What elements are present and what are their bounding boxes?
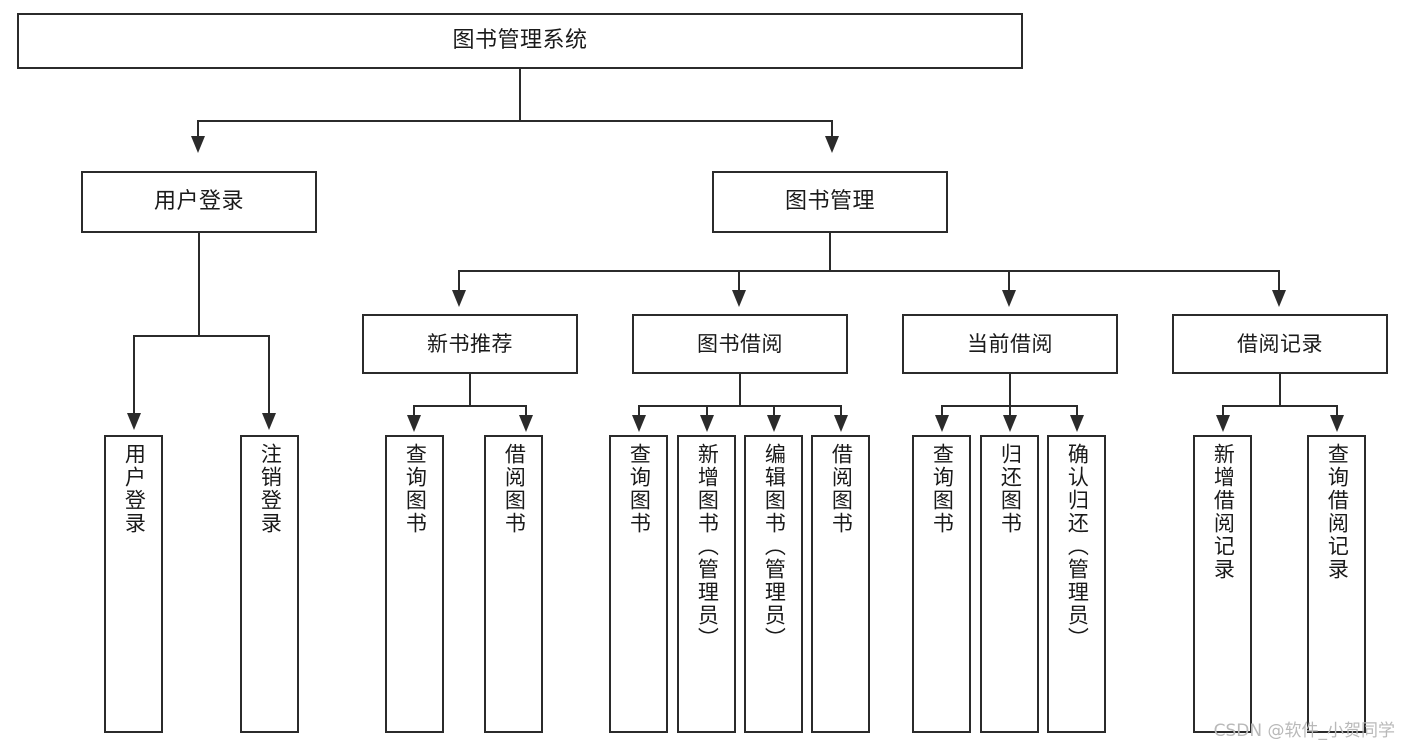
node-label: 用户登录 (122, 443, 147, 535)
node-label: 查询借阅记录 (1325, 443, 1350, 581)
leaf-add-borrow-record[interactable]: 新增借阅记录 (1193, 435, 1252, 733)
node-label: 图书管理 (784, 189, 875, 215)
connector-user-login-drop-1 (133, 335, 135, 415)
node-label: 新增图书（管理员） (695, 443, 720, 650)
connector-user-login-drop-2 (268, 335, 270, 415)
leaf-query-book-borrow[interactable]: 查询图书 (609, 435, 668, 733)
connector-book-borrow-stem (739, 374, 741, 406)
node-label: 查询图书 (403, 443, 428, 535)
connector-borrow-record-drop-1 (1222, 405, 1224, 417)
node-label: 借阅图书 (502, 443, 527, 535)
arrow-to-leaf-query-record (1330, 415, 1344, 432)
arrow-to-leaf-edit-book (767, 415, 781, 432)
connector-book-management-stem (829, 233, 831, 271)
connector-current-borrow-stem (1009, 374, 1011, 406)
leaf-query-book-recommend[interactable]: 查询图书 (385, 435, 444, 733)
node-label: 新书推荐 (427, 331, 513, 356)
leaf-query-book-current[interactable]: 查询图书 (912, 435, 971, 733)
connector-level2-drop-1 (197, 120, 199, 138)
node-borrow-record[interactable]: 借阅记录 (1172, 314, 1388, 374)
csdn-watermark: CSDN @软件_小贺同学 (1213, 721, 1395, 741)
node-user-login[interactable]: 用户登录 (81, 171, 317, 233)
node-label: 归还图书 (998, 443, 1023, 535)
node-label: 查询图书 (930, 443, 955, 535)
connector-book-borrow-drop-1 (638, 405, 640, 417)
arrow-to-leaf-add-book (700, 415, 714, 432)
node-label: 图书管理系统 (452, 28, 588, 54)
arrow-to-leaf-add-record (1216, 415, 1230, 432)
connector-level3-drop-3 (1008, 270, 1010, 292)
arrow-to-leaf-query-book-2 (632, 415, 646, 432)
node-label: 借阅图书 (829, 443, 854, 535)
connector-new-book-drop-1 (413, 405, 415, 417)
arrow-to-current-borrow (1002, 290, 1016, 307)
connector-user-login-bus (133, 335, 269, 337)
arrow-to-leaf-query-book-3 (935, 415, 949, 432)
arrow-to-leaf-borrow-book-2 (834, 415, 848, 432)
connector-current-borrow-drop-3 (1076, 405, 1078, 417)
node-new-book-recommend[interactable]: 新书推荐 (362, 314, 578, 374)
node-label: 图书借阅 (697, 331, 783, 356)
arrow-to-book-borrow (732, 290, 746, 307)
node-label: 查询图书 (627, 443, 652, 535)
node-label: 确认归还（管理员） (1065, 443, 1090, 650)
connector-root-stem (519, 69, 521, 121)
leaf-return-book[interactable]: 归还图书 (980, 435, 1039, 733)
node-label: 借阅记录 (1237, 331, 1323, 356)
connector-level3-drop-2 (738, 270, 740, 292)
node-current-borrow[interactable]: 当前借阅 (902, 314, 1118, 374)
leaf-borrow-book-borrow[interactable]: 借阅图书 (811, 435, 870, 733)
leaf-query-borrow-record[interactable]: 查询借阅记录 (1307, 435, 1366, 733)
connector-new-book-bus (413, 405, 527, 407)
connector-book-borrow-drop-2 (706, 405, 708, 417)
arrow-to-leaf-query-book-1 (407, 415, 421, 432)
connector-level3-bus (458, 270, 1280, 272)
leaf-add-book-admin[interactable]: 新增图书（管理员） (677, 435, 736, 733)
leaf-user-login[interactable]: 用户登录 (104, 435, 163, 733)
arrow-to-leaf-borrow-book-1 (519, 415, 533, 432)
connector-level2-bus (197, 120, 833, 122)
connector-book-borrow-bus (638, 405, 842, 407)
arrow-to-borrow-record (1272, 290, 1286, 307)
leaf-logout[interactable]: 注销登录 (240, 435, 299, 733)
arrow-to-leaf-user-login (127, 413, 141, 430)
connector-book-borrow-drop-3 (773, 405, 775, 417)
connector-user-login-stem (198, 233, 200, 336)
connector-new-book-drop-2 (525, 405, 527, 417)
node-label: 当前借阅 (967, 331, 1053, 356)
arrow-to-leaf-return-book (1003, 415, 1017, 432)
connector-borrow-record-stem (1279, 374, 1281, 406)
node-book-borrow[interactable]: 图书借阅 (632, 314, 848, 374)
connector-level2-drop-2 (831, 120, 833, 138)
connector-new-book-stem (469, 374, 471, 406)
connector-level3-drop-1 (458, 270, 460, 292)
node-label: 编辑图书（管理员） (762, 443, 787, 650)
connector-current-borrow-drop-2 (1009, 405, 1011, 417)
connector-borrow-record-drop-2 (1336, 405, 1338, 417)
connector-borrow-record-bus (1222, 405, 1338, 407)
leaf-confirm-return-admin[interactable]: 确认归还（管理员） (1047, 435, 1106, 733)
connector-current-borrow-drop-1 (941, 405, 943, 417)
leaf-edit-book-admin[interactable]: 编辑图书（管理员） (744, 435, 803, 733)
node-root-system[interactable]: 图书管理系统 (17, 13, 1023, 69)
node-book-management[interactable]: 图书管理 (712, 171, 948, 233)
node-label: 用户登录 (153, 189, 244, 215)
arrow-to-leaf-logout (262, 413, 276, 430)
connector-book-borrow-drop-4 (840, 405, 842, 417)
connector-level3-drop-4 (1278, 270, 1280, 292)
node-label: 注销登录 (258, 443, 283, 535)
arrow-to-user-login (191, 136, 205, 153)
leaf-borrow-book-recommend[interactable]: 借阅图书 (484, 435, 543, 733)
arrow-to-leaf-confirm-return (1070, 415, 1084, 432)
arrow-to-new-book-recommend (452, 290, 466, 307)
node-label: 新增借阅记录 (1211, 443, 1236, 581)
arrow-to-book-management (825, 136, 839, 153)
